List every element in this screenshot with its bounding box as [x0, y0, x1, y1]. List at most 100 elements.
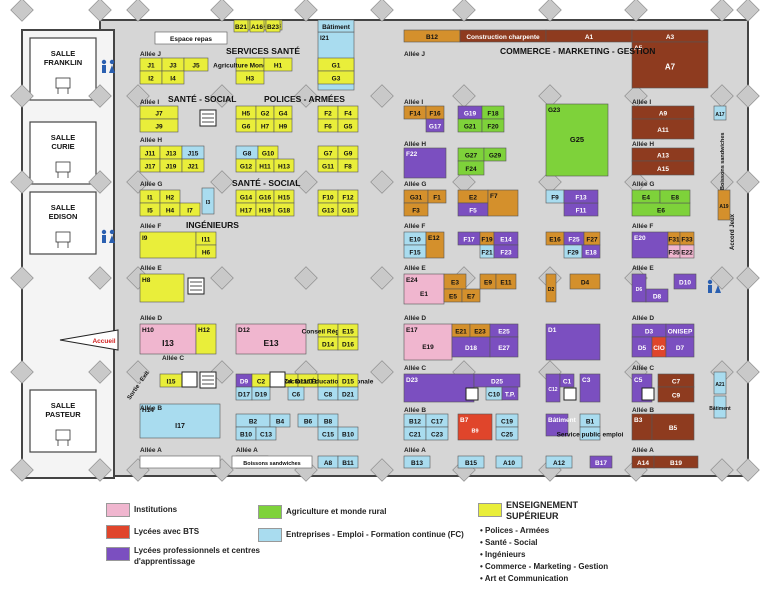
booth: [495, 426, 519, 441]
booth-label: F24: [465, 166, 477, 173]
pillar: [710, 170, 734, 194]
aisle-label: Allée C: [404, 365, 426, 372]
pillar: [710, 0, 734, 22]
booth-label: C10: [488, 392, 500, 399]
booth-label: F1: [433, 195, 441, 202]
booth-label: G1: [332, 63, 341, 70]
booth-label: C4: [284, 379, 293, 386]
booth-label: F31: [668, 237, 680, 244]
booth-label: E2: [469, 195, 477, 202]
booth-label: Construction charpente: [466, 34, 540, 41]
booth-label: F2: [324, 111, 332, 118]
booth-label: D4: [581, 280, 590, 287]
booth-label: G3: [332, 76, 341, 83]
pillar: [370, 458, 394, 482]
booth-label: H19: [259, 208, 271, 215]
booth: [139, 323, 197, 355]
stand-square-icon: [181, 371, 198, 388]
booth-label: B7: [460, 417, 469, 424]
booth-label: C1: [563, 379, 572, 386]
aisle-label: Allée A: [236, 447, 258, 454]
toilet-icon: [109, 65, 115, 73]
booth: [657, 386, 695, 403]
booth-label: B1: [586, 419, 595, 426]
booth: [425, 426, 449, 441]
booth: [195, 244, 217, 259]
aisle-label: Allée B: [632, 407, 654, 414]
aisle-label: Allée C: [632, 365, 654, 372]
booth: [457, 455, 485, 469]
booth: [337, 118, 359, 133]
booth-label: I11: [202, 237, 211, 244]
booth-label: C21: [409, 432, 421, 439]
aisle-label: Allée H: [140, 137, 162, 144]
pillar: [294, 266, 318, 290]
salle-pasteur: [29, 389, 97, 453]
pillar: [736, 84, 760, 108]
booth-label: H15: [278, 195, 290, 202]
booth: [287, 386, 305, 401]
stand-square-icon: [563, 387, 577, 401]
booth-label: D2: [548, 287, 555, 293]
booth: [487, 189, 519, 217]
booth-label: C13: [260, 432, 272, 439]
booth: [273, 118, 293, 133]
booth-label: E25: [498, 329, 510, 336]
aisle-label: Allée F: [140, 223, 161, 230]
booth: [403, 373, 475, 403]
espace-repas-box: [154, 31, 228, 45]
salle-edison: [29, 191, 97, 255]
booth-label: G16: [259, 195, 272, 202]
booth-label: E6: [657, 208, 665, 215]
booth-label: F23: [500, 250, 512, 257]
booth-label: G12: [240, 164, 253, 171]
booth-label: F20: [487, 124, 499, 131]
booth-label: A17: [715, 112, 724, 118]
accord-jeux-label: Accord Jeux: [730, 213, 736, 250]
booth: [269, 413, 291, 428]
booth-label: C17: [431, 419, 443, 426]
booth-label: G27: [465, 153, 478, 160]
booth-label: I7: [187, 208, 193, 215]
booth-label: A1: [585, 34, 594, 41]
pillar: [10, 84, 34, 108]
booth-label: E10: [409, 237, 421, 244]
booth-label: D11/D13: [295, 379, 321, 386]
aisle-label: Allée D: [140, 315, 162, 322]
booth-label: B12: [426, 34, 438, 41]
booth-label: B10: [342, 432, 354, 439]
pillar: [10, 458, 34, 482]
booth-label: E12: [428, 235, 440, 242]
booth: [631, 160, 695, 176]
booth-label: G2: [261, 111, 270, 118]
booth-label: E17: [406, 327, 418, 334]
booth-label: G29: [489, 153, 502, 160]
booth-label: G4: [279, 111, 288, 118]
booth-label: A9: [659, 111, 668, 118]
booth-label: Rectorat Éducation Nationale: [283, 377, 374, 386]
booth-label: C12: [548, 387, 557, 393]
pillar: [710, 458, 734, 482]
booth-label: C19: [501, 419, 513, 426]
pillar: [370, 84, 394, 108]
pillar: [10, 360, 34, 384]
salle-curie: [29, 121, 97, 185]
pillar: [210, 84, 234, 108]
booth-label: H4: [166, 208, 175, 215]
booth-label: I4: [170, 76, 176, 83]
booth-label: A13: [657, 153, 669, 160]
booth-label: E8: [671, 195, 679, 202]
booth-label: F11: [576, 208, 587, 215]
booth-label: G23: [548, 107, 561, 114]
booth-label: G7: [324, 151, 333, 158]
pillar: [10, 266, 34, 290]
booth: [317, 19, 355, 33]
aisle-label: Allée A: [404, 447, 426, 454]
booth: [717, 189, 731, 221]
aisle-label: Allée H: [404, 141, 426, 148]
booth-label: D18: [465, 345, 477, 352]
pillar: [452, 170, 476, 194]
booth: [559, 373, 575, 388]
accueil-label: Accueil: [92, 338, 115, 345]
